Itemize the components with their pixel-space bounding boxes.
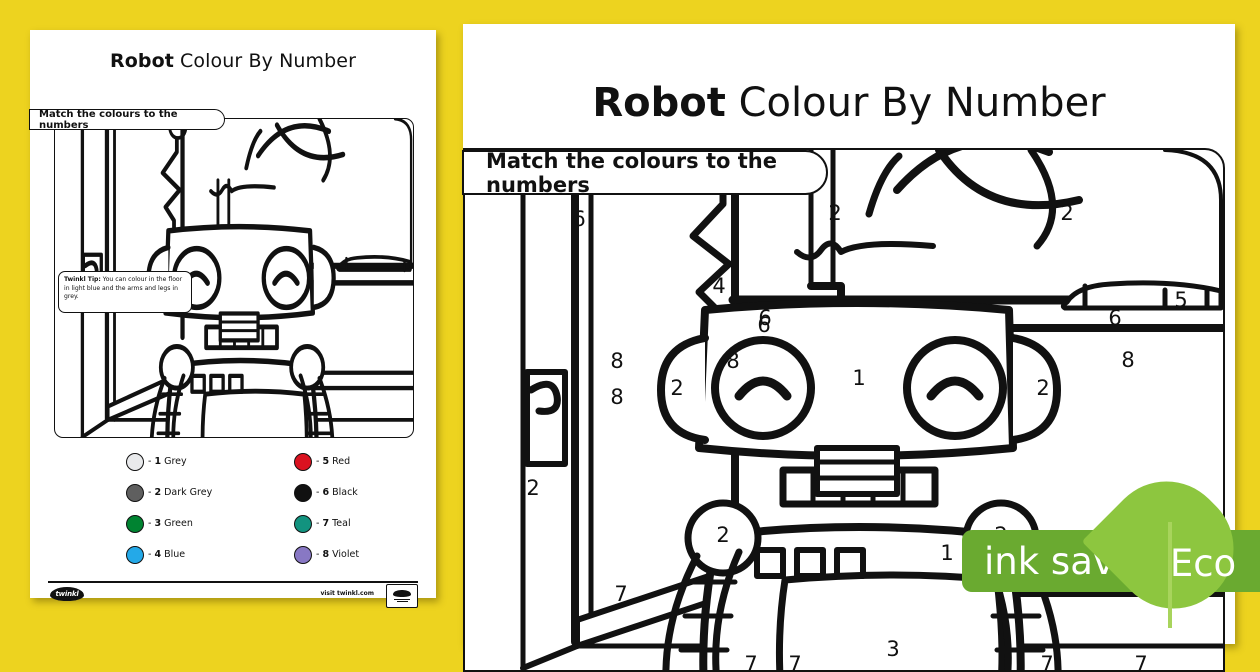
number-doorframe-upright: 6 <box>757 313 770 337</box>
legend-label-teal: - 7 Teal <box>316 518 351 529</box>
leaf-vein <box>1168 522 1172 628</box>
colour-legend-column-right: - 5 Red - 6 Black - 7 Teal - 8 Violet <box>294 446 439 570</box>
number-door-plate: 8 <box>610 349 623 373</box>
swatch-green <box>126 514 144 533</box>
legend-label-dark-grey: - 2 Dark Grey <box>148 487 213 498</box>
colour-legend: - 1 Grey - 2 Dark Grey - 3 Green - 4 Blu… <box>126 446 416 576</box>
number-skirting-right: 7 <box>1040 652 1053 670</box>
twinkl-tip-label: Twinkl Tip: <box>64 276 101 283</box>
number-shelf-left: 6 <box>758 306 771 330</box>
number-skirting-centre: 7 <box>788 652 801 670</box>
number-robot-face: 1 <box>852 366 865 390</box>
legend-label-blue: - 4 Blue <box>148 549 186 560</box>
number-skirting-far-left: 7 <box>614 582 627 606</box>
number-jamb-top: 6 <box>572 207 585 231</box>
thumbnail-line-art-frame <box>54 118 414 438</box>
swatch-violet <box>294 545 312 564</box>
legend-label-black: - 6 Black <box>316 487 358 498</box>
number-chest-screen: 3 <box>886 637 899 661</box>
thumbnail-title-rest: Colour By Number <box>173 50 356 72</box>
legend-label-green: - 3 Green <box>148 518 193 529</box>
colour-legend-column-left: - 1 Grey - 2 Dark Grey - 3 Green - 4 Blu… <box>126 446 271 570</box>
page-title: Robot Colour By Number <box>463 80 1235 126</box>
legend-item-teal: - 7 Teal <box>294 508 439 539</box>
legend-label-red: - 5 Red <box>316 456 351 467</box>
instruction-text: Match the colours to the numbers <box>486 148 777 197</box>
twinkl-logo-text: twinkl <box>55 590 79 598</box>
thumbnail-instruction-banner: Match the colours to the numbers <box>29 108 225 131</box>
worksheet-thumbnail-page[interactable]: Robot Colour By Number Match the colours… <box>29 30 436 608</box>
visit-twinkl-text: visit twinkl.com <box>320 590 374 597</box>
legend-item-blue: - 4 Blue <box>126 539 271 570</box>
legend-label-grey: - 1 Grey <box>148 456 187 467</box>
thumbnail-instruction-text: Match the colours to the numbers <box>39 108 178 131</box>
stamp-line-2 <box>396 601 408 603</box>
instruction-banner: Match the colours to the numbers <box>462 148 828 197</box>
twinkl-tip-text: You can colour in the floor in light blu… <box>64 276 183 301</box>
legend-item-grey: - 1 Grey <box>126 446 271 477</box>
footer-divider <box>48 581 418 583</box>
number-shoulder-left: 2 <box>716 523 729 547</box>
legend-item-dark-grey: - 2 Dark Grey <box>126 477 271 508</box>
number-wall-upper-left: 2 <box>828 201 841 225</box>
number-ear-right: 2 <box>1036 376 1049 400</box>
number-torso-upper: 1 <box>940 541 953 565</box>
colour-by-number-artwork: 5 4 2 2 6 6 6 6 5 1 2 2 8 8 8 8 <box>520 150 1223 670</box>
legend-item-black: - 6 Black <box>294 477 439 508</box>
page-title-rest: Colour By Number <box>725 80 1106 126</box>
number-skirting-left: 7 <box>744 652 757 670</box>
number-wall-upper-right: 2 <box>1060 201 1073 225</box>
legend-item-green: - 3 Green <box>126 508 271 539</box>
swatch-grey <box>126 452 144 471</box>
number-ear-left: 2 <box>670 376 683 400</box>
thumbnail-page-title: Robot Colour By Number <box>30 50 436 72</box>
number-wall-right: 8 <box>1121 348 1134 372</box>
stamp-blob <box>393 589 411 597</box>
twinkl-logo: twinkl <box>50 587 84 601</box>
twinkl-tip-box: Twinkl Tip: You can colour in the floor … <box>58 271 192 313</box>
swatch-black <box>294 483 312 502</box>
number-outer-wall: 2 <box>526 476 539 500</box>
ink-saving-eco-badge: ink saving Eco <box>962 456 1260 634</box>
stamp-line-1 <box>394 598 410 600</box>
number-antenna-stem: 4 <box>712 274 725 298</box>
page-title-bold: Robot <box>592 80 726 126</box>
twinkl-stamp-icon <box>386 584 418 608</box>
number-skirting-far-right: 7 <box>1134 652 1147 670</box>
swatch-blue <box>126 545 144 564</box>
worksheet-preview-stage: Robot Colour By Number Match the colours… <box>29 24 1260 672</box>
legend-label-violet: - 8 Violet <box>316 549 360 560</box>
thumbnail-colour-by-number-artwork <box>80 119 413 437</box>
swatch-dark-grey <box>126 483 144 502</box>
number-shelf-right: 6 <box>1108 306 1121 330</box>
legend-item-red: - 5 Red <box>294 446 439 477</box>
number-door-panel: 8 <box>610 385 623 409</box>
line-art-frame: 5 4 2 2 6 6 6 6 5 1 2 2 8 8 8 8 <box>463 148 1225 672</box>
thumbnail-title-bold: Robot <box>110 50 174 72</box>
number-pen: 5 <box>1174 288 1187 312</box>
swatch-red <box>294 452 312 471</box>
worksheet-large-page[interactable]: Robot Colour By Number Match the colours… <box>462 24 1235 672</box>
number-wall-middle: 8 <box>726 349 739 373</box>
swatch-teal <box>294 514 312 533</box>
legend-item-violet: - 8 Violet <box>294 539 439 570</box>
eco-badge-leaf-word: Eco <box>1169 542 1237 585</box>
